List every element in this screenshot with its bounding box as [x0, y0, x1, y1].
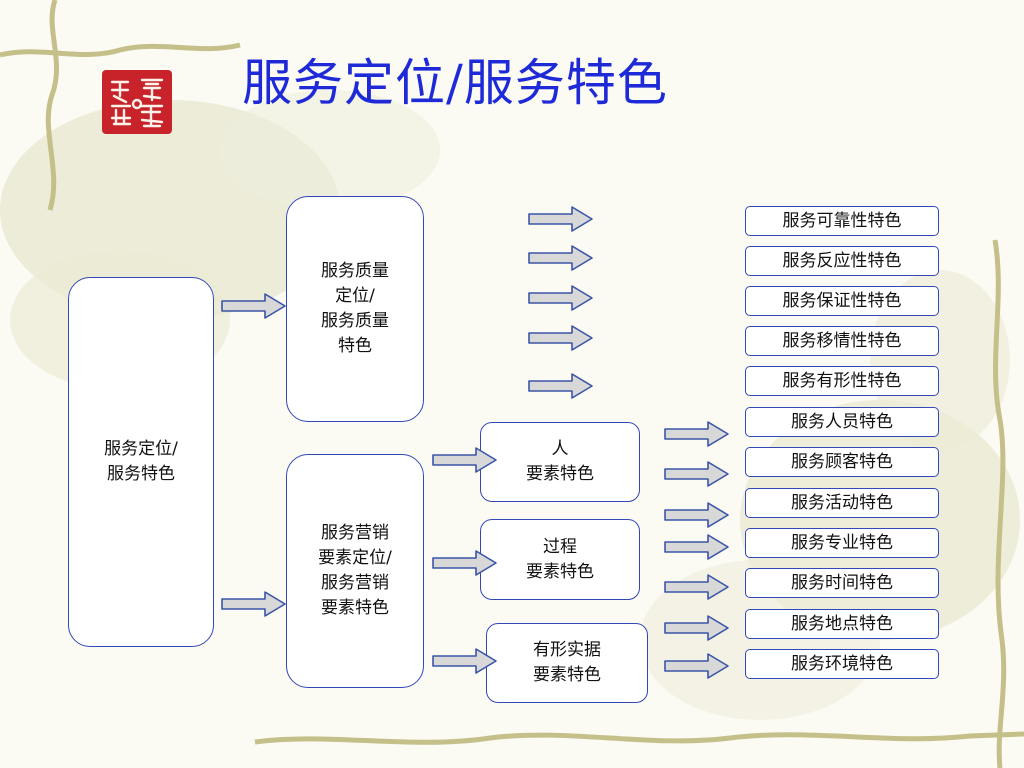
arrow-root-to-marketing	[221, 590, 287, 618]
marketing-positioning-node: 服务营销 要素定位/ 服务营销 要素特色	[286, 454, 424, 688]
arrow-quality-to-feature	[528, 324, 594, 352]
slide-title: 服务定位/服务特色	[242, 54, 668, 112]
arrow-element-to-feature	[664, 614, 730, 642]
arrow-marketing-to-process	[432, 549, 498, 577]
element-node-process: 过程 要素特色	[480, 519, 640, 600]
arrow-element-to-feature	[664, 652, 730, 680]
arrow-quality-to-feature	[528, 205, 594, 233]
quality-positioning-node: 服务质量 定位/ 服务质量 特色	[286, 196, 424, 422]
arrow-marketing-to-physical	[432, 647, 498, 675]
feature-item: 服务有形性特色	[745, 366, 939, 396]
root-node: 服务定位/ 服务特色	[68, 277, 214, 647]
feature-item: 服务可靠性特色	[745, 206, 939, 236]
arrow-root-to-quality	[221, 292, 287, 320]
arrow-element-to-feature	[664, 420, 730, 448]
arrow-quality-to-feature	[528, 244, 594, 272]
arrow-element-to-feature	[664, 573, 730, 601]
element-node-physical-evidence: 有形实据 要素特色	[486, 623, 648, 703]
seal-stamp-logo	[102, 70, 172, 134]
arrow-quality-to-feature	[528, 372, 594, 400]
arrow-quality-to-feature	[528, 284, 594, 312]
feature-item: 服务地点特色	[745, 609, 939, 639]
feature-item: 服务顾客特色	[745, 447, 939, 477]
feature-item: 服务专业特色	[745, 528, 939, 558]
arrow-marketing-to-people	[432, 446, 498, 474]
feature-item: 服务环境特色	[745, 649, 939, 679]
feature-item: 服务人员特色	[745, 407, 939, 437]
arrow-element-to-feature	[664, 533, 730, 561]
arrow-element-to-feature	[664, 501, 730, 529]
feature-item: 服务移情性特色	[745, 326, 939, 356]
feature-item: 服务反应性特色	[745, 246, 939, 276]
feature-item: 服务时间特色	[745, 568, 939, 598]
feature-item: 服务保证性特色	[745, 286, 939, 316]
element-node-people: 人 要素特色	[480, 422, 640, 502]
feature-item: 服务活动特色	[745, 488, 939, 518]
arrow-element-to-feature	[664, 460, 730, 488]
